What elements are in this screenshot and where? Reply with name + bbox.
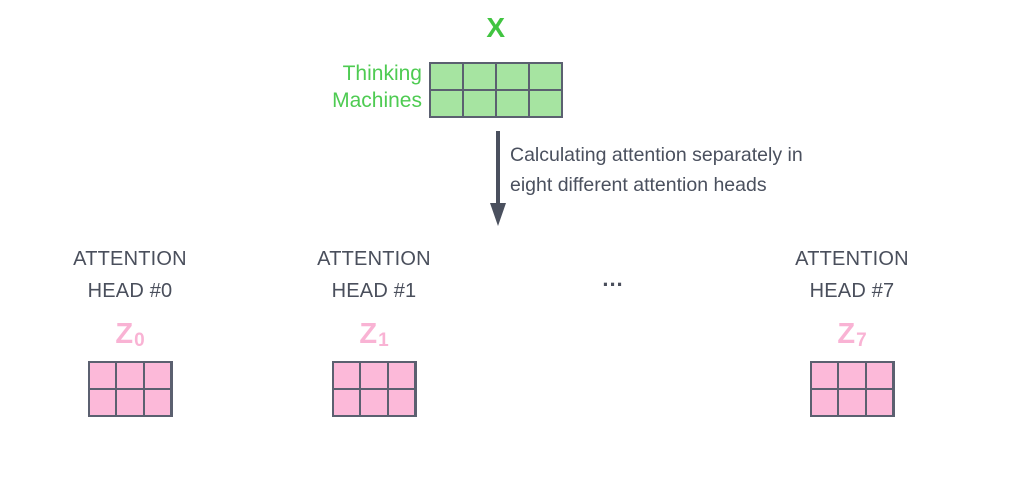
down-arrow-icon — [490, 131, 506, 226]
matrix-cell — [530, 64, 561, 89]
matrix-cell — [333, 363, 360, 388]
attention-head-title-line-1: ATTENTION — [317, 248, 431, 270]
matrix-cell — [333, 390, 360, 415]
matrix-cell — [388, 363, 415, 388]
matrix-cell — [464, 91, 495, 116]
output-matrix-z1 — [331, 361, 417, 417]
attention-head-title-line-2: HEAD #1 — [331, 280, 417, 302]
output-matrix-wrapper — [20, 361, 240, 417]
matrix-cell — [839, 363, 865, 388]
attention-head-title-line-1: ATTENTION — [73, 248, 187, 270]
input-matrix-label-text: X — [486, 12, 506, 43]
matrix-cell — [811, 363, 838, 388]
attention-head-title-line-2: HEAD #7 — [809, 280, 895, 302]
output-matrix-z7 — [809, 361, 895, 417]
matrix-cell — [866, 363, 893, 388]
caption-line-1: Calculating attention separately in — [510, 144, 803, 166]
heads-ellipsis: ... — [602, 266, 624, 291]
output-matrix-wrapper — [264, 361, 484, 417]
output-matrix-label-subscript: 7 — [856, 330, 867, 351]
output-matrix-label-subscript: 0 — [134, 330, 145, 351]
output-matrix-label-z1: Z1 — [264, 318, 484, 351]
attention-head-column-1: ATTENTION HEAD #1 Z1 — [264, 243, 484, 417]
token-label-row-0: Thinking — [342, 62, 422, 85]
matrix-cell — [431, 64, 462, 89]
matrix-cell — [811, 390, 838, 415]
matrix-cell — [497, 91, 528, 116]
output-matrix-label-subscript: 1 — [378, 330, 389, 351]
attention-head-column-7: ATTENTION HEAD #7 Z7 — [742, 243, 962, 417]
output-matrix-label-z0: Z0 — [20, 318, 240, 351]
output-matrix-label-letter: Z — [115, 318, 134, 350]
matrix-cell — [464, 64, 495, 89]
matrix-cell — [839, 390, 865, 415]
matrix-cell — [117, 390, 143, 415]
attention-head-title-line-2: HEAD #0 — [87, 280, 173, 302]
matrix-cell — [89, 390, 116, 415]
matrix-cell — [866, 390, 893, 415]
matrix-cell — [497, 64, 528, 89]
attention-head-title-line-1: ATTENTION — [795, 248, 909, 270]
matrix-cell — [117, 363, 143, 388]
transition-caption: Calculating attention separately in eigh… — [510, 140, 910, 200]
output-matrix-z0 — [87, 361, 173, 417]
input-matrix-x — [429, 62, 563, 118]
matrix-cell — [89, 363, 116, 388]
token-label-row-1: Machines — [332, 89, 422, 112]
output-matrix-label-letter: Z — [359, 318, 378, 350]
matrix-cell — [144, 363, 171, 388]
matrix-cell — [530, 91, 561, 116]
output-matrix-label-letter: Z — [837, 318, 856, 350]
caption-line-2: eight different attention heads — [510, 174, 767, 196]
matrix-cell — [144, 390, 171, 415]
matrix-cell — [361, 363, 387, 388]
output-matrix-wrapper — [742, 361, 962, 417]
matrix-cell — [431, 91, 462, 116]
output-matrix-label-z7: Z7 — [742, 318, 962, 351]
matrix-cell — [388, 390, 415, 415]
input-matrix-label: X — [0, 12, 1018, 44]
input-token-labels: Thinking Machines — [250, 60, 422, 114]
attention-head-column-0: ATTENTION HEAD #0 Z0 — [20, 243, 240, 417]
matrix-cell — [361, 390, 387, 415]
